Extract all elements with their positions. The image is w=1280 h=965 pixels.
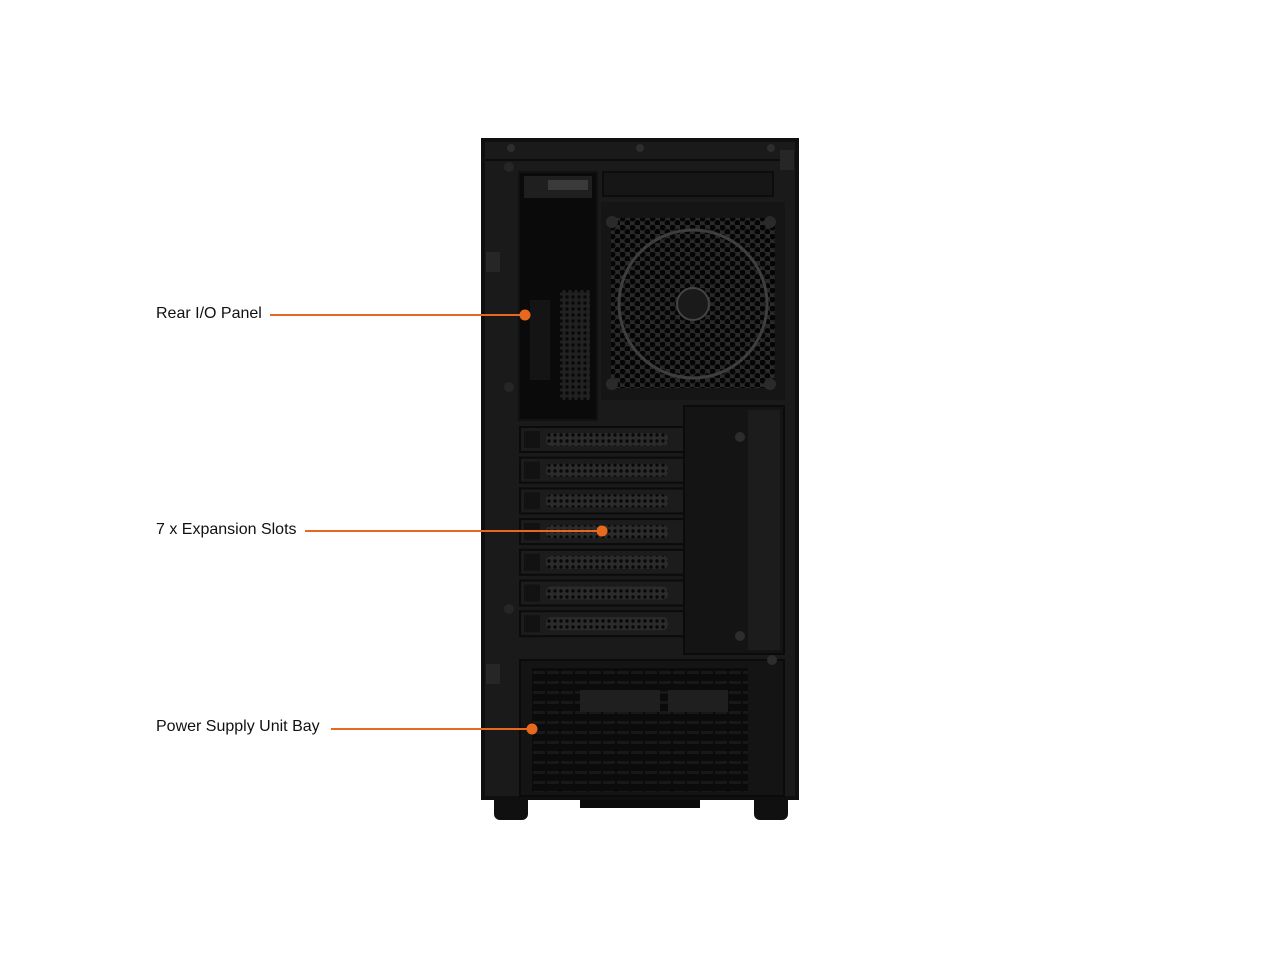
top-strip (602, 171, 774, 197)
exhaust-fan-icon (601, 202, 785, 400)
slot-bracket-panel (683, 405, 785, 655)
callout-dot-expansion-slots (596, 525, 608, 537)
expansion-slot (519, 579, 702, 607)
callout-label-psu-bay: Power Supply Unit Bay (156, 718, 320, 735)
expansion-slot (519, 456, 702, 484)
callout-label-expansion-slots: 7 x Expansion Slots (156, 521, 297, 538)
rear-io-cutout (518, 171, 598, 421)
expansion-slots (519, 426, 702, 638)
expansion-slot (519, 610, 702, 638)
callout-leaders (270, 309, 608, 735)
expansion-slot (519, 426, 702, 453)
callout-dot-rear-io (519, 309, 531, 321)
callout-label-rear-io: Rear I/O Panel (156, 305, 262, 322)
expansion-slot (519, 548, 702, 576)
psu-bay-icon (519, 655, 785, 797)
expansion-slot (519, 487, 702, 515)
callout-dot-psu-bay (526, 723, 538, 735)
